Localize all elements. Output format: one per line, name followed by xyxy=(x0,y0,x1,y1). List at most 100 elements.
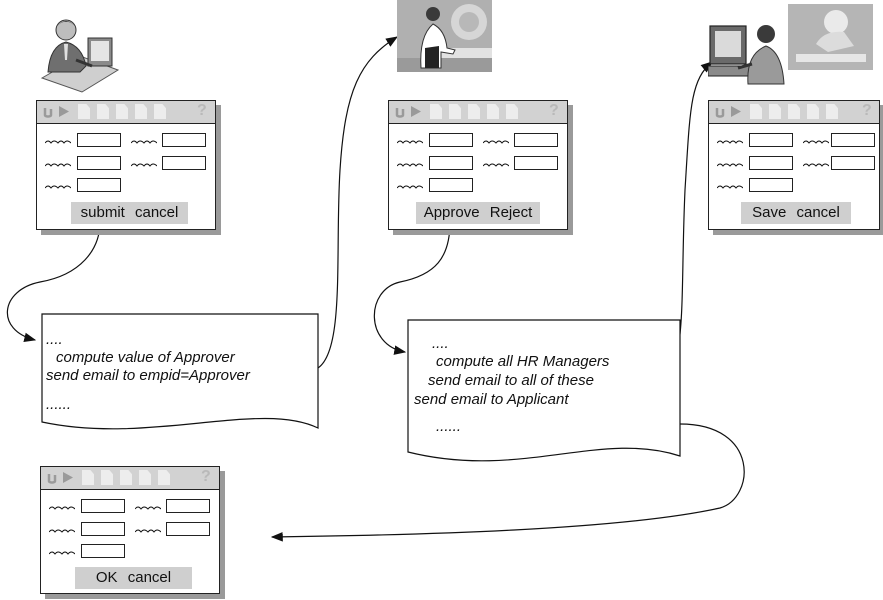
play-icon[interactable] xyxy=(410,104,422,119)
ok-button[interactable]: OK xyxy=(95,569,118,586)
page-icon[interactable] xyxy=(769,104,781,119)
field-label-icon xyxy=(45,163,71,167)
page-icon[interactable] xyxy=(97,104,109,119)
page-icon[interactable] xyxy=(430,104,442,119)
cancel-button[interactable]: cancel xyxy=(127,569,172,586)
approver-person-icon xyxy=(397,0,492,72)
hr-person-icon xyxy=(708,4,873,85)
approve-button[interactable]: Approve xyxy=(423,204,480,221)
process1-line3: send email to empid=Approver xyxy=(46,367,250,384)
cancel-button[interactable]: cancel xyxy=(135,204,179,221)
help-icon[interactable]: ? xyxy=(201,468,211,485)
field-label-icon xyxy=(397,140,423,144)
field-label-icon xyxy=(803,140,829,144)
process1-line4: ...... xyxy=(46,396,72,413)
field-label-icon xyxy=(803,163,829,167)
text-field[interactable] xyxy=(77,178,121,192)
page-icon[interactable] xyxy=(807,104,819,119)
field-label-icon xyxy=(49,529,75,533)
reject-button[interactable]: Reject xyxy=(489,204,533,221)
field-label-icon xyxy=(717,163,743,167)
text-field[interactable] xyxy=(166,499,210,513)
text-field[interactable] xyxy=(429,133,473,147)
process1-document xyxy=(41,313,319,430)
arrow-submit-to-process1 xyxy=(6,221,101,343)
page-icon[interactable] xyxy=(487,104,499,119)
text-field[interactable] xyxy=(81,522,125,536)
page-icon[interactable] xyxy=(116,104,128,119)
field-label-icon xyxy=(49,551,75,555)
process2-line1: .... xyxy=(432,335,449,352)
arrow-approve-to-process2 xyxy=(373,221,451,355)
page-icon[interactable] xyxy=(826,104,838,119)
field-label-icon xyxy=(45,140,71,144)
field-label-icon xyxy=(49,506,75,510)
text-field[interactable] xyxy=(514,156,558,170)
field-label-icon xyxy=(135,506,161,510)
play-icon[interactable] xyxy=(62,470,74,485)
page-icon[interactable] xyxy=(135,104,147,119)
process1-line1: .... xyxy=(46,331,63,348)
save-button[interactable]: Save xyxy=(752,204,787,221)
applicant-form: ? submit cancel xyxy=(36,100,216,230)
form-toolbar: ? xyxy=(389,101,567,124)
arrow-process2-to-result xyxy=(270,423,745,542)
text-field[interactable] xyxy=(166,522,210,536)
page-icon[interactable] xyxy=(506,104,518,119)
field-label-icon xyxy=(717,185,743,189)
page-icon[interactable] xyxy=(158,470,170,485)
field-label-icon xyxy=(135,529,161,533)
process2-line5: ...... xyxy=(436,418,462,435)
field-label-icon xyxy=(45,185,71,189)
result-form: ? OK cancel xyxy=(40,466,220,594)
refresh-icon[interactable] xyxy=(42,104,54,119)
field-label-icon xyxy=(397,185,423,189)
text-field[interactable] xyxy=(81,544,125,558)
submit-button[interactable]: submit xyxy=(80,204,125,221)
refresh-icon[interactable] xyxy=(46,470,58,485)
text-field[interactable] xyxy=(831,156,875,170)
help-icon[interactable]: ? xyxy=(197,102,207,119)
text-field[interactable] xyxy=(162,156,206,170)
page-icon[interactable] xyxy=(120,470,132,485)
text-field[interactable] xyxy=(81,499,125,513)
field-label-icon xyxy=(397,163,423,167)
text-field[interactable] xyxy=(77,156,121,170)
refresh-icon[interactable] xyxy=(714,104,726,119)
field-label-icon xyxy=(131,163,157,167)
page-icon[interactable] xyxy=(154,104,166,119)
help-icon[interactable]: ? xyxy=(862,102,872,119)
text-field[interactable] xyxy=(429,178,473,192)
text-field[interactable] xyxy=(749,178,793,192)
process2-line2: compute all HR Managers xyxy=(436,353,610,370)
hr-form: ? Save cancel xyxy=(708,100,880,230)
text-field[interactable] xyxy=(429,156,473,170)
form-toolbar: ? xyxy=(37,101,215,124)
field-label-icon xyxy=(131,140,157,144)
page-icon[interactable] xyxy=(449,104,461,119)
text-field[interactable] xyxy=(831,133,875,147)
cancel-button[interactable]: cancel xyxy=(796,204,840,221)
form-toolbar: ? xyxy=(41,467,219,490)
text-field[interactable] xyxy=(77,133,121,147)
page-icon[interactable] xyxy=(78,104,90,119)
form-toolbar: ? xyxy=(709,101,879,124)
play-icon[interactable] xyxy=(730,104,742,119)
help-icon[interactable]: ? xyxy=(549,102,559,119)
page-icon[interactable] xyxy=(750,104,762,119)
text-field[interactable] xyxy=(162,133,206,147)
page-icon[interactable] xyxy=(468,104,480,119)
page-icon[interactable] xyxy=(139,470,151,485)
form-button-bar: Save cancel xyxy=(741,202,851,224)
process2-line4: send email to Applicant xyxy=(414,391,569,408)
page-icon[interactable] xyxy=(788,104,800,119)
text-field[interactable] xyxy=(514,133,558,147)
text-field[interactable] xyxy=(749,156,793,170)
play-icon[interactable] xyxy=(58,104,70,119)
applicant-person-icon xyxy=(40,19,120,93)
page-icon[interactable] xyxy=(101,470,113,485)
field-label-icon xyxy=(483,163,509,167)
refresh-icon[interactable] xyxy=(394,104,406,119)
page-icon[interactable] xyxy=(82,470,94,485)
text-field[interactable] xyxy=(749,133,793,147)
